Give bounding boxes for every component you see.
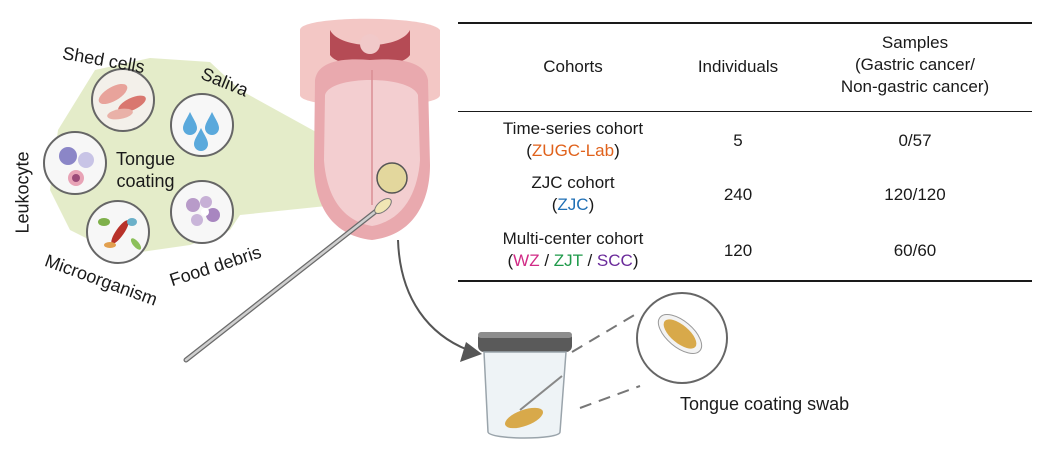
food-debris-icon (170, 180, 234, 244)
header-cohorts: Cohorts (543, 57, 603, 76)
swab-stick (183, 198, 392, 363)
microorganism-icon (86, 200, 150, 264)
table-row-3-samples: 60/60 (893, 241, 937, 260)
row-3-paren-open: ( (507, 251, 514, 270)
arrow-head-icon (460, 342, 482, 362)
row-3-sep-2: / (582, 251, 597, 270)
table-row-1-samples: 0/57 (898, 131, 932, 150)
row-3-sep-1: / (539, 251, 554, 270)
source-zjc: ZJC (557, 195, 589, 214)
row-1-cohort-source: (ZUGC-Lab) (458, 140, 688, 162)
table-header-rule (458, 111, 1032, 112)
row-3-cohort-name: Multi-center cohort (502, 229, 644, 248)
label-tongue-coating-swab: Tongue coating swab (680, 394, 850, 414)
cohort-table: Cohorts Individuals Samples (Gastric can… (458, 22, 1032, 284)
table-row-2-cohort: ZJC cohort (ZJC) (458, 172, 688, 216)
table-row-3-cohort: Multi-center cohort (WZ / ZJT / SCC) (458, 228, 688, 272)
row-2-paren-open: ( (551, 195, 558, 214)
sample-spot (376, 162, 408, 194)
row-1-cohort-name: Time-series cohort (502, 119, 644, 138)
source-wz: WZ (513, 251, 540, 270)
row-1-paren-open: ( (526, 141, 532, 160)
table-row-2-samples: 120/120 (884, 185, 946, 204)
zoom-line-upper (571, 313, 637, 353)
row-2-cohort-source: (ZJC) (458, 194, 688, 216)
leukocyte-icon (43, 131, 107, 195)
label-leukocyte: Leukocyte (12, 151, 33, 234)
table-row-1-individuals: 5 (733, 131, 743, 150)
table-top-rule (458, 22, 1032, 24)
header-individuals: Individuals (697, 57, 779, 76)
shed-cells-icon (91, 68, 155, 132)
sample-jar (478, 332, 572, 439)
row-1-paren-close: ) (614, 141, 620, 160)
source-scc: SCC (596, 251, 633, 270)
source-zugc-lab: ZUGC-Lab (531, 141, 615, 160)
table-row-3-individuals: 120 (723, 241, 753, 260)
header-samples: Samples (Gastric cancer/ Non-gastric can… (840, 33, 990, 96)
zoom-line-lower (579, 385, 641, 409)
source-zjt: ZJT (553, 251, 583, 270)
table-bottom-rule (458, 280, 1032, 282)
saliva-icon (170, 93, 234, 157)
tongue-illustration (300, 18, 440, 240)
process-arrow (397, 239, 469, 351)
row-3-cohort-source: (WZ / ZJT / SCC) (458, 250, 688, 272)
table-row-2-individuals: 240 (723, 185, 753, 204)
magnified-swab (636, 292, 728, 384)
row-2-paren-close: ) (588, 195, 595, 214)
row-2-cohort-name: ZJC cohort (531, 173, 615, 192)
table-row-1-cohort: Time-series cohort (ZUGC-Lab) (458, 118, 688, 162)
row-3-paren-close: ) (632, 251, 639, 270)
label-tongue-coating: Tongue coating (116, 149, 176, 191)
